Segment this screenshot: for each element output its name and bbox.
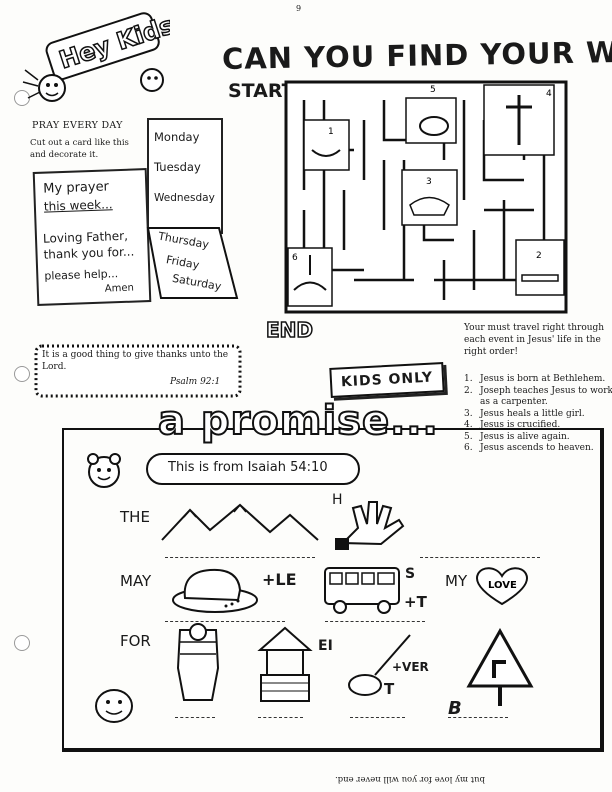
fist-picture <box>176 623 220 701</box>
answer-blank <box>175 716 215 718</box>
step-text: Jesus ascends to heaven. <box>480 443 594 453</box>
maze-title: CAN YOU FIND YOUR WAY? <box>221 34 612 76</box>
kids-only-badge: KIDS ONLY <box>329 362 445 398</box>
day-label: Tuesday <box>154 160 201 174</box>
hand-picture <box>335 501 405 550</box>
card-line: this week... <box>43 197 113 214</box>
step-number: 4. <box>464 420 473 430</box>
smiley-icon <box>87 453 121 488</box>
list-item: 6. Jesus ascends to heaven. <box>464 443 612 455</box>
manger-picture <box>303 119 350 171</box>
maze-number: 5 <box>430 85 436 95</box>
rebus-addition: +T <box>404 593 427 611</box>
day-label: Friday <box>165 253 201 272</box>
list-item: 4. Jesus is crucified. <box>464 420 612 432</box>
maze-steps-list: 1. Jesus is born at Bethlehem. 2. Joseph t… <box>464 374 612 455</box>
smiley-face-icon <box>95 689 133 723</box>
net-picture <box>348 634 411 696</box>
upside-down-answer: but my love for you will never end. <box>335 774 485 784</box>
rebus-word: FOR <box>120 632 151 650</box>
page-number: 9 <box>296 4 302 13</box>
psalm-reference: Psalm 92:1 <box>170 377 221 387</box>
rebus-addition: +VER <box>392 660 429 674</box>
rebus-letter: B <box>448 698 462 719</box>
heart-icon: LOVE <box>476 567 528 606</box>
mountains-picture <box>161 503 319 541</box>
day-label: Wednesday <box>154 192 215 204</box>
maze-number: 4 <box>546 89 552 99</box>
answer-blank <box>258 716 303 718</box>
rebus-addition: +LE <box>262 570 297 589</box>
rebus-letter: S <box>405 566 416 582</box>
bus-picture <box>324 567 400 614</box>
step-number: 3. <box>464 408 473 419</box>
card-line: please help... <box>44 267 119 283</box>
maze-end-label: END <box>265 317 314 343</box>
rebus-letter: T <box>384 680 395 698</box>
list-item: 2. Joseph teaches Jesus to work as a carp… <box>464 386 612 409</box>
maze-number: 3 <box>426 177 432 187</box>
carpenter-picture <box>515 239 565 296</box>
days-card: Monday Tuesday Wednesday <box>147 118 223 234</box>
punch-hole <box>14 366 30 382</box>
maze: 1 2 3 4 5 6 <box>284 80 568 314</box>
day-label: Monday <box>154 130 200 144</box>
maze-number: 1 <box>328 127 334 137</box>
step-number: 5. <box>464 431 473 442</box>
card-line: thank you for... <box>43 244 135 262</box>
promise-box <box>62 428 604 752</box>
promise-title: a promise... <box>157 397 439 445</box>
days-card-flap: Thursday Friday Saturday <box>148 228 240 298</box>
step-text: Jesus heals a little girl. <box>480 408 585 419</box>
speech-bubble: This is from Isaiah 54:10 <box>146 453 360 485</box>
maze-number: 6 <box>292 253 298 263</box>
answer-blank <box>325 620 425 622</box>
list-item: 1. Jesus is born at Bethlehem. <box>464 374 612 386</box>
step-text: Jesus is born at Bethlehem. <box>480 374 606 384</box>
list-item: 5. Jesus is alive again. <box>464 432 612 444</box>
psalm-text: It is a good thing to give thanks unto t… <box>42 350 229 372</box>
rebus-letter: EI <box>318 638 333 654</box>
step-text: Joseph teaches Jesus to work as a carpen… <box>480 385 612 408</box>
hey-kids-logo-text: Hey Kids! <box>56 10 170 74</box>
pray-instruction: Cut out a card like this and decorate it… <box>30 138 129 160</box>
bread-picture <box>172 568 258 613</box>
card-line: Loving Father, <box>42 228 129 246</box>
answer-blank <box>165 620 285 622</box>
rebus-word: MY <box>445 572 468 590</box>
day-label: Saturday <box>171 271 223 294</box>
bubble-text: This is from Isaiah 54:10 <box>168 460 328 475</box>
prayer-card: My prayer this week... Loving Father, th… <box>32 168 152 306</box>
punch-hole <box>14 635 30 651</box>
rebus-letter: H <box>332 492 343 508</box>
answer-blank <box>350 716 405 718</box>
maze-instructions: Your must travel right through each even… <box>464 323 605 357</box>
heart-label: LOVE <box>488 580 517 591</box>
card-line: Amen <box>104 282 135 295</box>
answer-blank <box>448 716 508 718</box>
card-line: My prayer <box>43 179 110 197</box>
pray-title: PRAY EVERY DAY <box>32 120 123 131</box>
list-item: 3. Jesus heals a little girl. <box>464 409 612 421</box>
folded-card-flap <box>146 227 239 299</box>
maze-number: 2 <box>536 251 542 261</box>
step-number: 6. <box>464 443 473 453</box>
hey-kids-logo: Hey Kids! <box>22 10 170 102</box>
maze-start-label: START <box>228 80 295 102</box>
rebus-word: MAY <box>120 572 152 590</box>
step-text: Jesus is alive again. <box>480 431 570 442</box>
rebus-word: THE <box>120 508 150 526</box>
step-number: 2. <box>464 385 473 396</box>
psalm-border <box>34 344 242 398</box>
well-picture <box>257 626 313 702</box>
answer-blank <box>165 556 315 558</box>
answer-blank <box>420 556 540 558</box>
day-label: Thursday <box>157 229 210 252</box>
road-sign-picture <box>466 628 534 706</box>
kids-only-label: KIDS ONLY <box>340 369 434 391</box>
step-text: Jesus is crucified. <box>480 420 561 430</box>
step-number: 1. <box>464 374 473 384</box>
